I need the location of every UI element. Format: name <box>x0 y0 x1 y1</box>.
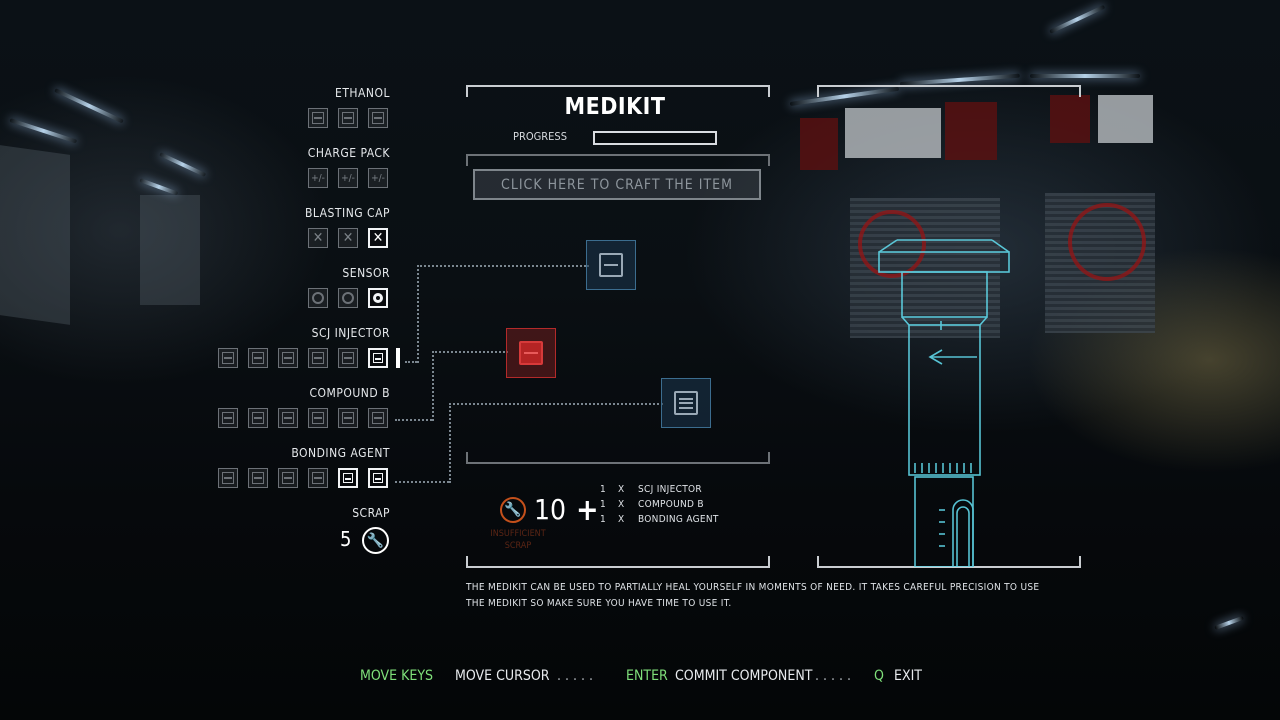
key-hint-move-keys: MOVE KEYS <box>360 668 434 684</box>
bottle-icon[interactable] <box>308 108 328 128</box>
craft-item-button[interactable]: CLICK HERE TO CRAFT THE ITEM <box>473 169 761 200</box>
connector-line <box>417 265 589 363</box>
panel-frame <box>466 452 770 464</box>
category-label: SENSOR <box>342 266 390 280</box>
footer-dots: . . . . . <box>557 668 593 684</box>
sensor-icon[interactable] <box>368 288 388 308</box>
action-move-cursor: MOVE CURSOR <box>455 668 550 684</box>
bonding-agent-icon[interactable] <box>368 468 388 488</box>
compound-icon[interactable] <box>338 408 358 428</box>
progress-label: PROGRESS <box>513 130 567 143</box>
battery-icon[interactable]: +/- <box>368 168 388 188</box>
injector-icon[interactable] <box>278 348 298 368</box>
progress-bar <box>593 131 717 145</box>
injector-icon[interactable] <box>368 348 388 368</box>
connector-line <box>449 403 663 483</box>
medikit-schematic <box>878 239 1010 567</box>
action-commit-component: COMMIT COMPONENT <box>675 668 813 684</box>
panel-frame <box>466 85 770 97</box>
category-label: SCJ INJECTOR <box>311 326 390 340</box>
bottle-icon[interactable] <box>338 108 358 128</box>
key-hint-q: Q <box>874 668 884 684</box>
connector-line <box>395 481 449 483</box>
wrench-scrap-icon: 🔧 <box>500 497 526 523</box>
footer-dots: . . . . . <box>815 668 851 684</box>
component-slot-bonding-agent[interactable] <box>661 378 711 428</box>
detonator-icon[interactable]: ✕ <box>368 228 388 248</box>
bonding-agent-icon[interactable] <box>248 468 268 488</box>
bonding-agent-icon[interactable] <box>308 468 328 488</box>
detonator-icon[interactable]: ✕ <box>308 228 328 248</box>
battery-icon[interactable]: +/- <box>308 168 328 188</box>
compound-icon[interactable] <box>368 408 388 428</box>
category-label: CHARGE PACK <box>307 146 390 160</box>
compound-icon[interactable] <box>248 408 268 428</box>
action-exit: EXIT <box>894 668 922 684</box>
compound-icon[interactable] <box>218 408 238 428</box>
battery-icon[interactable]: +/- <box>338 168 358 188</box>
detonator-icon[interactable]: ✕ <box>338 228 358 248</box>
injector-icon[interactable] <box>308 348 328 368</box>
schematic-frame <box>817 85 1081 97</box>
injector-icon[interactable] <box>248 348 268 368</box>
injector-icon <box>599 253 623 277</box>
bonding-agent-icon[interactable] <box>218 468 238 488</box>
scrap-label: SCRAP <box>352 506 390 520</box>
panel-frame <box>466 556 770 568</box>
compound-icon <box>519 341 543 365</box>
panel-frame <box>466 154 770 166</box>
component-slot-compound-b[interactable] <box>506 328 556 378</box>
wrench-scrap-icon: 🔧 <box>362 527 389 554</box>
category-label: BONDING AGENT <box>291 446 390 460</box>
injector-icon[interactable] <box>218 348 238 368</box>
scrap-count: 5 <box>340 527 352 551</box>
bonding-agent-icon[interactable] <box>338 468 358 488</box>
category-label: ETHANOL <box>335 86 390 100</box>
selection-cursor <box>396 348 400 368</box>
scrap-cost: 10 <box>534 493 567 526</box>
connector-line <box>432 351 508 421</box>
key-hint-enter: ENTER <box>626 668 668 684</box>
bonding-agent-icon[interactable] <box>278 468 298 488</box>
item-title: MEDIKIT <box>564 94 666 120</box>
bonding-agent-icon <box>674 391 698 415</box>
sensor-icon[interactable] <box>338 288 358 308</box>
compound-icon[interactable] <box>308 408 328 428</box>
component-slot-scj-injector[interactable] <box>586 240 636 290</box>
item-description: THE MEDIKIT CAN BE USED TO PARTIALLY HEA… <box>466 582 1040 609</box>
schematic-frame <box>817 556 1081 568</box>
plus-sign: + <box>576 493 599 528</box>
category-label: BLASTING CAP <box>304 206 390 220</box>
compound-icon[interactable] <box>278 408 298 428</box>
connector-line <box>395 419 432 421</box>
connector-line <box>405 361 417 363</box>
sensor-icon[interactable] <box>308 288 328 308</box>
category-label: COMPOUND B <box>309 386 390 400</box>
injector-icon[interactable] <box>338 348 358 368</box>
bottle-icon[interactable] <box>368 108 388 128</box>
